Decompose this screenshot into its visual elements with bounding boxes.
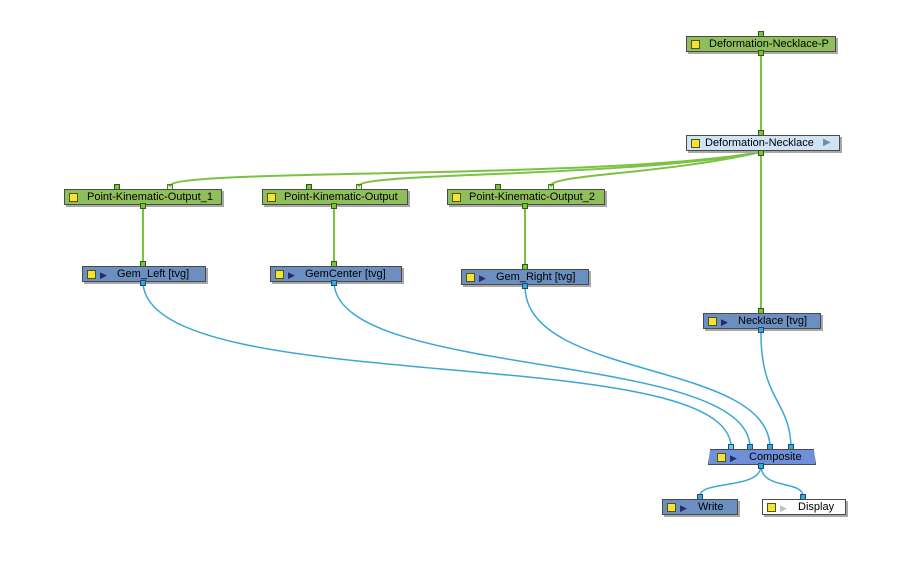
- enable-toggle-icon[interactable]: [717, 453, 726, 462]
- node-label: Point-Kinematic-Output_1: [87, 191, 213, 203]
- wire-gem-right-to-composite[interactable]: [524, 285, 771, 448]
- play-triangle-icon[interactable]: ▶: [479, 273, 486, 283]
- enable-toggle-icon[interactable]: [466, 273, 475, 282]
- wire-gem-center-to-composite[interactable]: [333, 282, 751, 448]
- wire-necklace-to-composite[interactable]: [760, 329, 792, 448]
- expand-arrow-icon[interactable]: ▶: [823, 137, 831, 148]
- composite-node[interactable]: ▶ Composite: [708, 449, 816, 465]
- node-label: Point-Kinematic-Output: [284, 191, 398, 203]
- write-node[interactable]: ▶ Write: [662, 499, 738, 515]
- output-port[interactable]: [758, 463, 764, 469]
- enable-toggle-icon[interactable]: [667, 503, 676, 512]
- node-label: Deformation-Necklace: [705, 137, 814, 149]
- deformation-necklace-node[interactable]: Deformation-Necklace ▶: [686, 135, 840, 151]
- output-port[interactable]: [758, 327, 764, 333]
- enable-toggle-icon[interactable]: [69, 193, 78, 202]
- wire-gem-left-to-composite[interactable]: [142, 282, 732, 448]
- gem-right-node[interactable]: ▶ Gem_Right [tvg]: [461, 269, 589, 285]
- node-label: Gem_Right [tvg]: [496, 271, 576, 283]
- output-port[interactable]: [522, 283, 528, 289]
- node-label: Composite: [749, 451, 802, 463]
- node-label: GemCenter [tvg]: [305, 268, 386, 280]
- output-port[interactable]: [140, 280, 146, 286]
- enable-toggle-icon[interactable]: [691, 139, 700, 148]
- node-label: Necklace [tvg]: [738, 315, 808, 327]
- output-port[interactable]: [758, 150, 764, 156]
- node-label: Gem_Left [tvg]: [117, 268, 190, 280]
- output-port[interactable]: [331, 280, 337, 286]
- play-triangle-icon[interactable]: ▶: [721, 317, 728, 327]
- enable-toggle-icon[interactable]: [708, 317, 717, 326]
- play-triangle-icon[interactable]: ▶: [730, 453, 737, 463]
- output-port[interactable]: [758, 50, 764, 56]
- enable-toggle-icon[interactable]: [691, 40, 700, 49]
- enable-toggle-icon[interactable]: [267, 193, 276, 202]
- enable-toggle-icon[interactable]: [275, 270, 284, 279]
- output-port[interactable]: [522, 203, 528, 209]
- output-port[interactable]: [331, 203, 337, 209]
- display-node[interactable]: ▶ Display: [762, 499, 846, 515]
- node-label: Display: [798, 501, 835, 513]
- play-triangle-icon[interactable]: ▶: [288, 270, 295, 280]
- wire-composite-to-display[interactable]: [760, 465, 804, 497]
- enable-toggle-icon[interactable]: [87, 270, 96, 279]
- wire-composite-to-write[interactable]: [699, 465, 762, 497]
- wire-deformation-to-pk[interactable]: [358, 151, 762, 187]
- wire-deformation-to-pk2[interactable]: [550, 151, 762, 187]
- node-label: Write: [698, 501, 724, 513]
- node-label: Deformation-Necklace-P: [709, 38, 829, 50]
- enable-toggle-icon[interactable]: [452, 193, 461, 202]
- gem-left-node[interactable]: ▶ Gem_Left [tvg]: [82, 266, 206, 282]
- output-port[interactable]: [140, 203, 146, 209]
- play-triangle-icon[interactable]: ▶: [100, 270, 107, 280]
- node-label: Point-Kinematic-Output_2: [469, 191, 595, 203]
- point-kinematic-output-node[interactable]: Point-Kinematic-Output: [262, 189, 408, 205]
- enable-toggle-icon[interactable]: [767, 503, 776, 512]
- play-triangle-icon[interactable]: ▶: [780, 503, 787, 513]
- wire-deformation-to-pk1[interactable]: [169, 151, 762, 187]
- play-triangle-icon[interactable]: ▶: [680, 503, 687, 513]
